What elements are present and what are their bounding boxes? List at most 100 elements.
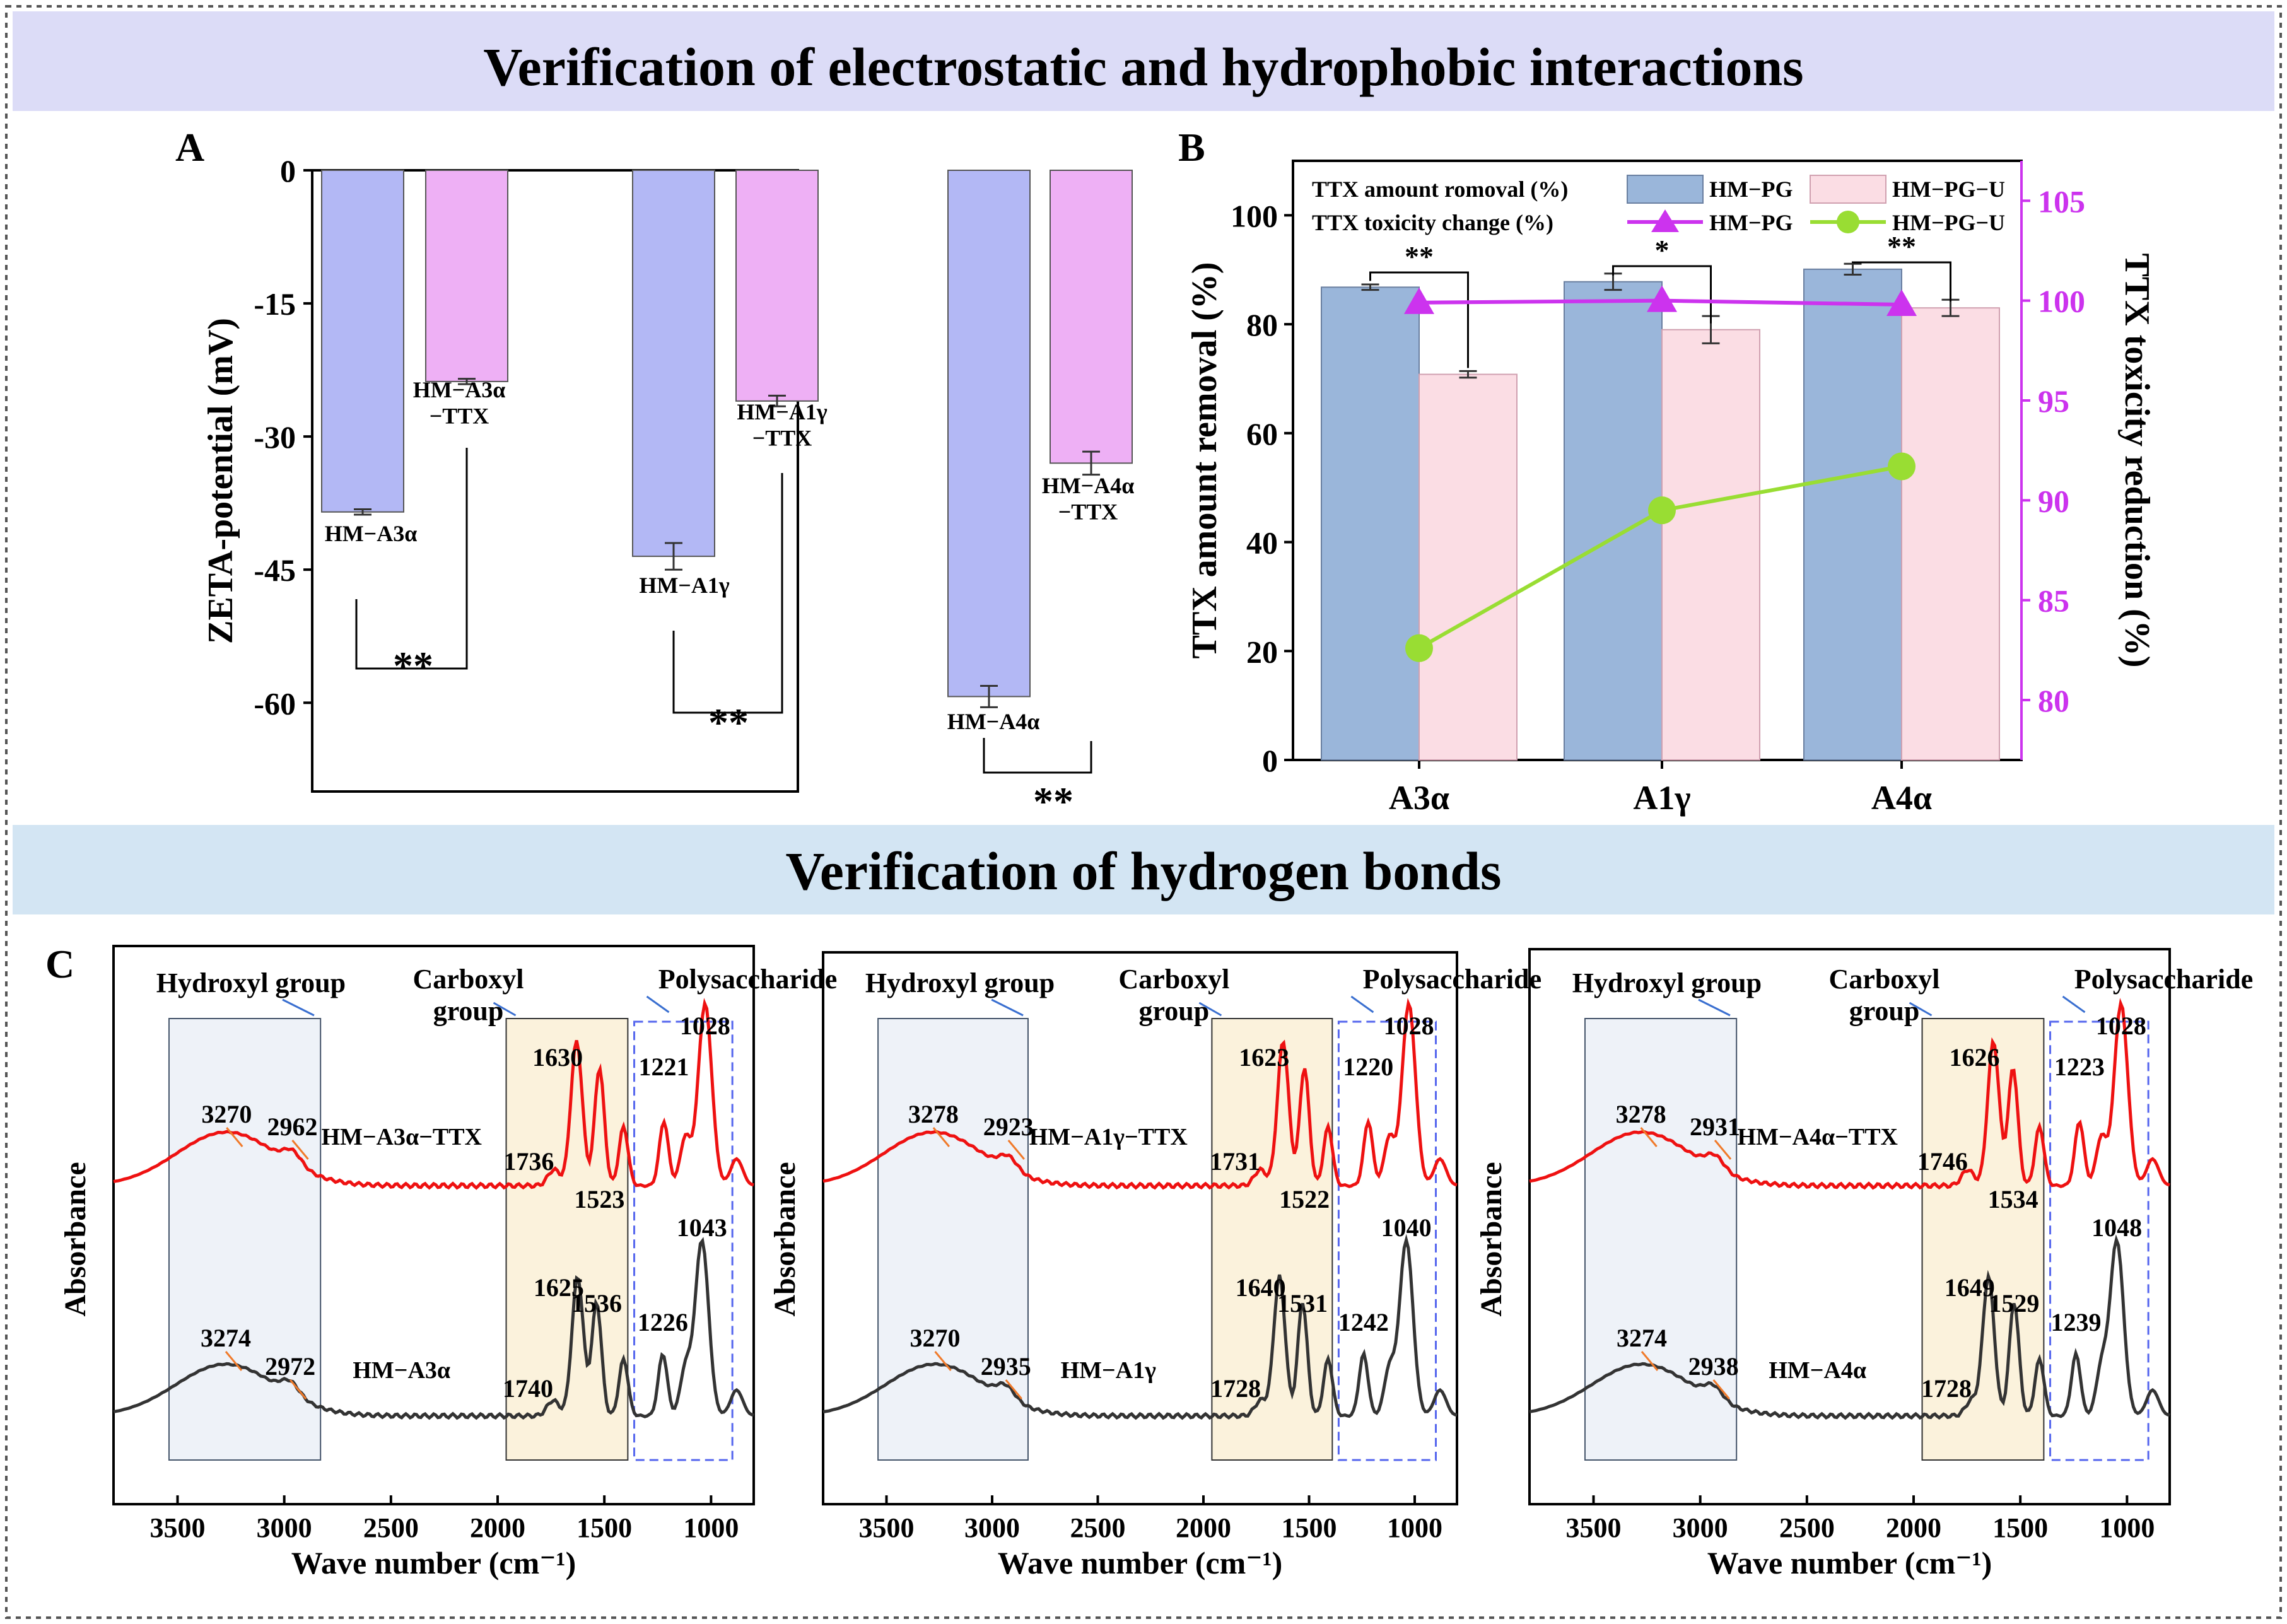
- y-axis-label-c: Absorbance: [768, 1162, 802, 1316]
- y-axis-label-c: Absorbance: [1475, 1162, 1508, 1316]
- panel-label-a: A: [175, 125, 204, 170]
- marker-hm-pg-u-b: [1405, 634, 1433, 662]
- bar-label-a: HM−A3α: [325, 521, 418, 546]
- peak-leader: [1714, 1140, 1732, 1160]
- significance-bracket-b: [1612, 265, 1712, 324]
- peak-leader: [289, 1379, 307, 1399]
- y-tick-label-b: 40: [1246, 525, 1278, 561]
- y-tick-label-a: -15: [254, 286, 296, 322]
- curve-label-ttx: HM−A1γ−TTX: [1029, 1124, 1188, 1150]
- bar-hm-pg-u-b: [1661, 329, 1760, 761]
- x-tick-label-c: 2000: [1176, 1512, 1231, 1543]
- legend-item-b: HM−PG: [1709, 210, 1793, 235]
- bar-label-a: HM−A1γ: [639, 573, 729, 598]
- region-arrow: [1909, 1002, 1933, 1017]
- curve-label-base: HM−A1γ: [1061, 1357, 1157, 1384]
- peak-label-ttx: 1626: [1950, 1043, 2000, 1072]
- legend-marker-hm-pg-u-b: [1837, 211, 1859, 233]
- region-arrow: [646, 995, 670, 1014]
- peak-label-base: 1640: [1236, 1273, 1286, 1302]
- banner-middle: [13, 825, 2274, 914]
- legend-item-b: HM−PG: [1709, 177, 1793, 202]
- x-tick-label-c: 3500: [150, 1512, 206, 1543]
- x-tick-label-c: 2500: [1070, 1512, 1126, 1543]
- x-tick-label-c: 1000: [683, 1512, 739, 1543]
- region-label-hydroxyl: Hydroxyl group: [865, 967, 1055, 998]
- peak-label-ttx: 1522: [1279, 1185, 1330, 1213]
- peak-leader: [225, 1351, 243, 1371]
- y2-tick-label-b: 90: [2038, 483, 2069, 518]
- peak-label-ttx: 2962: [267, 1113, 318, 1141]
- y-tick-label-a: -45: [254, 552, 296, 588]
- region-label-polysaccharide: Polysaccharide: [1363, 964, 1542, 995]
- polysaccharide-region-box: [2049, 1020, 2150, 1461]
- significance-mark-a: **: [1033, 779, 1073, 824]
- marker-hm-pg-u-b: [1648, 496, 1676, 525]
- x-axis-label-c: Wave number (cm⁻¹): [291, 1545, 576, 1580]
- x-tick-label-c: 1500: [1992, 1512, 2048, 1543]
- significance-mark-a: **: [393, 643, 433, 688]
- marker-hm-pg-b: [1886, 289, 1917, 316]
- peak-label-ttx: 1523: [574, 1185, 624, 1213]
- spectrum-base: [1529, 1234, 2170, 1420]
- peak-label-base: 3274: [1617, 1324, 1667, 1352]
- plot-frame-a: [311, 169, 799, 793]
- bar-hm-pg-b: [1803, 268, 1902, 761]
- curve-label-base: HM−A4α: [1769, 1357, 1866, 1384]
- region-arrow: [493, 1002, 517, 1017]
- hydroxyl-region-box: [1584, 1018, 1738, 1461]
- y-tick-label-b: 100: [1231, 198, 1278, 233]
- peak-label-ttx: 1630: [532, 1043, 583, 1072]
- peak-label-base: 3270: [910, 1324, 961, 1352]
- significance-mark-b: **: [1887, 230, 1916, 262]
- peak-label-ttx: 1221: [639, 1053, 689, 1081]
- significance-bracket-a: [983, 738, 1092, 774]
- significance-bracket-b: [1369, 271, 1469, 368]
- peak-leader: [1641, 1351, 1659, 1371]
- region-arrow: [1698, 998, 1731, 1017]
- peak-label-base: 1242: [1338, 1308, 1389, 1336]
- bar-label-a: HM−A4α−TTX: [1042, 473, 1135, 524]
- x-tick-label-b: A4α: [1871, 779, 1932, 817]
- banner-top: [13, 11, 2274, 111]
- peak-label-base: 2972: [265, 1352, 315, 1381]
- x-tick-label-c: 3000: [1673, 1512, 1728, 1543]
- peak-label-ttx: 3278: [908, 1100, 959, 1128]
- panel-label-c: C: [45, 942, 74, 986]
- spectrum-base: [113, 1237, 754, 1420]
- region-arrow: [282, 998, 315, 1017]
- peak-label-base: 1040: [1381, 1213, 1432, 1242]
- region-arrow: [991, 998, 1024, 1017]
- peak-label-base: 1043: [677, 1213, 727, 1242]
- y2-tick-label-b: 85: [2038, 583, 2069, 619]
- peak-leader: [291, 1140, 309, 1160]
- region-arrow: [1350, 995, 1374, 1014]
- peak-label-ttx: 1028: [680, 1012, 730, 1040]
- peak-label-ttx: 2923: [983, 1113, 1034, 1141]
- peak-label-ttx: 1746: [1917, 1147, 1968, 1176]
- y2-tick-label-b: 95: [2038, 383, 2069, 419]
- x-tick-label-b: A1γ: [1633, 779, 1690, 817]
- peak-label-base: 1728: [1921, 1374, 1972, 1403]
- significance-mark-a: **: [708, 700, 749, 745]
- polysaccharide-region-box: [633, 1020, 734, 1461]
- plot-frame-c: [1528, 948, 2171, 1505]
- peak-leader: [1005, 1379, 1022, 1399]
- y2-tick-label-b: 105: [2038, 184, 2085, 219]
- x-tick-label-c: 3000: [964, 1512, 1020, 1543]
- bar-hm-pg-u-b: [1418, 373, 1518, 761]
- x-tick-label-c: 3500: [1566, 1512, 1622, 1543]
- peak-label-base: 1728: [1210, 1374, 1261, 1403]
- x-tick-label-c: 1000: [2099, 1512, 2155, 1543]
- bar-a: [1050, 170, 1133, 464]
- peak-leader: [1640, 1127, 1658, 1147]
- bar-hm-pg-u-b: [1901, 307, 2000, 761]
- marker-hm-pg-b: [1647, 285, 1677, 312]
- significance-mark-b: *: [1655, 234, 1670, 266]
- y2-axis-label-b: TTX toxicity reduction (%): [2117, 254, 2156, 668]
